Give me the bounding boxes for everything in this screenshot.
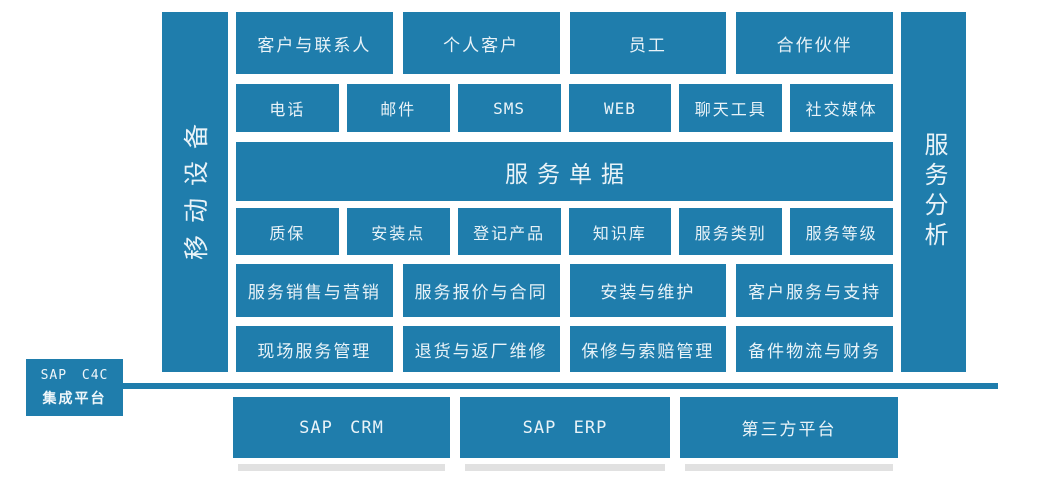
- box-service-quote-contract: 服务报价与合同: [402, 264, 560, 317]
- box-employees: 员工: [569, 12, 727, 74]
- box-installation-point: 安装点: [346, 208, 450, 255]
- backend-systems-row: SAP CRM SAP ERP 第三方平台: [233, 397, 898, 471]
- box-registered-products: 登记产品: [457, 208, 561, 255]
- box-sap-erp: SAP ERP: [460, 397, 670, 471]
- service-analysis-label: 服务分析: [920, 132, 947, 252]
- box-social-media: 社交媒体: [790, 84, 893, 132]
- box-service-level: 服务等级: [790, 208, 893, 255]
- main-grid: 客户与联系人 个人客户 员工 合作伙伴 电话 邮件 SMS WEB 聊天工具 社…: [236, 12, 893, 372]
- box-mail: 邮件: [346, 84, 450, 132]
- integration-platform-title: SAP C4C: [40, 367, 109, 383]
- process-row-2: 现场服务管理 退货与返厂维修 保修与索赔管理 备件物流与财务: [236, 326, 893, 372]
- channels-row: 电话 邮件 SMS WEB 聊天工具 社交媒体: [236, 84, 893, 132]
- box-chat-tools: 聊天工具: [679, 84, 783, 132]
- master-data-row: 质保 安装点 登记产品 知识库 服务类别 服务等级: [236, 208, 893, 255]
- integration-line: [122, 383, 998, 389]
- box-installation-maintenance: 安装与维护: [569, 264, 727, 317]
- mobile-devices-label: 移动设备: [183, 111, 212, 261]
- box-customers-contacts: 客户与联系人: [236, 12, 393, 74]
- box-service-sales-marketing: 服务销售与营销: [236, 264, 393, 317]
- integration-platform-badge: SAP C4C 集成平台: [26, 359, 123, 416]
- service-ticket-row: 服务单据: [236, 142, 893, 201]
- box-individual-customers: 个人客户: [402, 12, 560, 74]
- box-spare-parts-logistics-finance: 备件物流与财务: [736, 326, 893, 372]
- box-field-service-management: 现场服务管理: [236, 326, 393, 372]
- box-knowledge-base: 知识库: [568, 208, 672, 255]
- integration-platform-subtitle: 集成平台: [42, 389, 107, 406]
- box-service-ticket: 服务单据: [236, 142, 893, 201]
- box-sms: SMS: [457, 84, 561, 132]
- process-row-1: 服务销售与营销 服务报价与合同 安装与维护 客户服务与支持: [236, 264, 893, 317]
- box-warranty-claims-management: 保修与索赔管理: [569, 326, 727, 372]
- box-warranty: 质保: [236, 208, 339, 255]
- box-partners: 合作伙伴: [736, 12, 893, 74]
- box-sap-crm: SAP CRM: [233, 397, 450, 471]
- box-service-category: 服务类别: [679, 208, 783, 255]
- box-web: WEB: [568, 84, 672, 132]
- box-customer-service-support: 客户服务与支持: [736, 264, 893, 317]
- contacts-row: 客户与联系人 个人客户 员工 合作伙伴: [236, 12, 893, 74]
- box-third-party-platform: 第三方平台: [680, 397, 898, 471]
- service-analysis-bar: 服务分析: [901, 12, 966, 372]
- mobile-devices-bar: 移动设备: [162, 12, 228, 372]
- box-phone: 电话: [236, 84, 339, 132]
- box-returns-repair: 退货与返厂维修: [402, 326, 560, 372]
